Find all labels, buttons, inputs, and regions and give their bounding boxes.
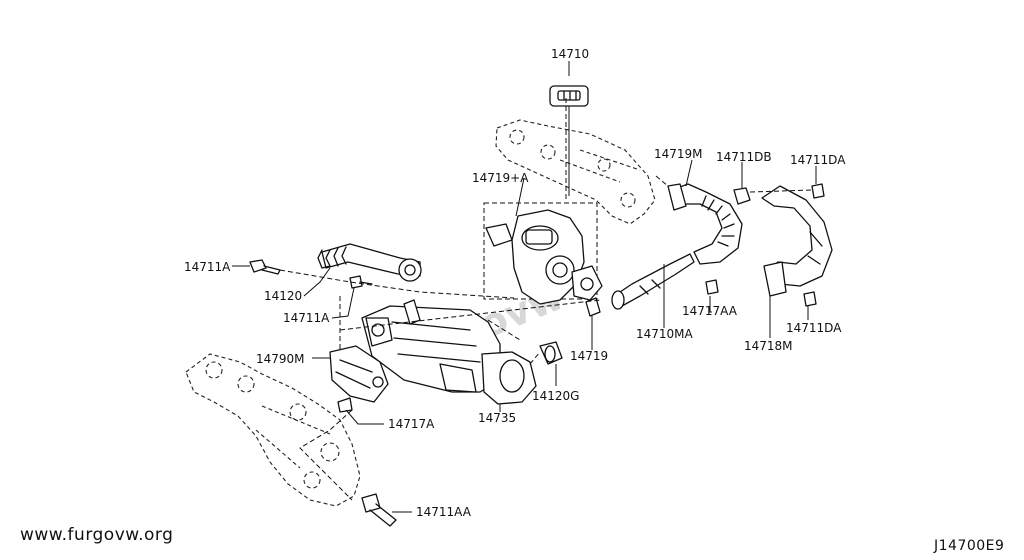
diagram-code: J14700E9 — [933, 538, 1004, 554]
flex-hose-14719m — [667, 183, 743, 265]
bracket-14718m — [761, 185, 833, 297]
leader-lines — [232, 61, 817, 513]
bolt-14717aa — [705, 279, 719, 295]
bolt-14711db — [733, 187, 751, 205]
assembly-lines — [279, 98, 813, 501]
callout-14711da-bottom: 14711DA — [786, 321, 842, 335]
callout-14120: 14120 — [264, 289, 302, 303]
bolt-14711a-mid — [349, 275, 373, 289]
callout-14717aa: 14717AA — [682, 304, 738, 318]
callout-14710ma: 14710MA — [636, 327, 694, 341]
callout-14711a-mid: 14711A — [283, 311, 330, 325]
callout-14711aa: 14711AA — [416, 505, 472, 519]
heat-shield-14790m — [329, 345, 389, 403]
callout-14790m: 14790M — [256, 352, 305, 366]
callout-14719-a: 14719+A — [472, 171, 529, 185]
callout-14735: 14735 — [478, 411, 516, 425]
callout-14719m: 14719M — [654, 147, 703, 161]
bolt-14711aa — [361, 493, 397, 527]
exhaust-manifold-ghost — [185, 353, 361, 507]
bolt-14717a — [337, 397, 353, 413]
callout-14718m: 14718M — [744, 339, 793, 353]
bolt-14711da-bottom — [803, 291, 817, 307]
callout-14710: 14710 — [551, 47, 589, 61]
callout-14719: 14719 — [570, 349, 608, 363]
egr-tube-14710ma — [611, 253, 695, 310]
callout-14711da-top: 14711DA — [790, 153, 846, 167]
gasket-14719 — [585, 297, 601, 317]
egr-cooler-14735 — [361, 299, 537, 405]
callout-14717a: 14717A — [388, 417, 435, 431]
callout-14711db: 14711DB — [716, 150, 772, 164]
callout-labels: 14710 14719+A 14719M 14711DB 14711DA 147… — [184, 47, 846, 519]
callout-14120g: 14120G — [532, 389, 579, 403]
bolt-14711da-top — [811, 183, 825, 199]
clamp-14120g — [539, 341, 563, 365]
egr-valve-group — [483, 202, 603, 305]
footer-site-url: www.furgovw.org — [20, 525, 173, 545]
bolt-14711a-left — [249, 259, 281, 275]
egr-tube-14120 — [317, 243, 422, 282]
egr-connector — [549, 85, 589, 107]
intake-manifold-ghost — [495, 119, 656, 225]
callout-14711a-left: 14711A — [184, 260, 231, 274]
